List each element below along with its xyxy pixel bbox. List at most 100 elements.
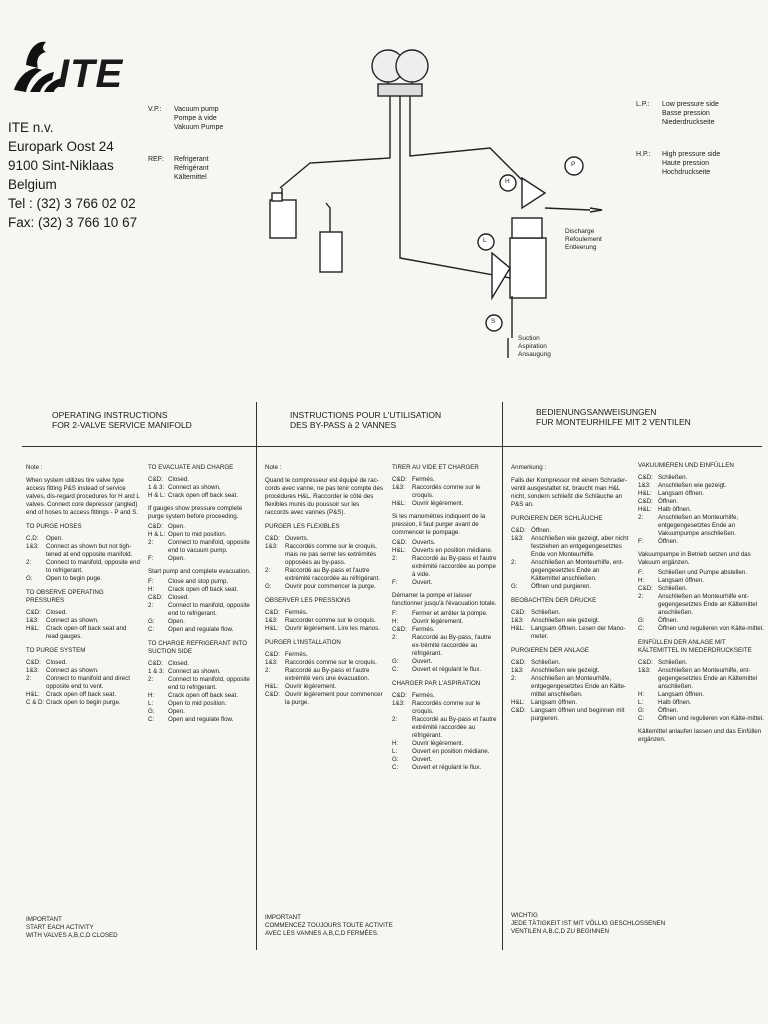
valve-p-label: P	[571, 161, 576, 168]
step-key: 1&3:	[265, 617, 278, 624]
section-heading: TO OBSERVE OPERATING PRESSURES	[26, 589, 104, 604]
step-text: Schließen.	[658, 585, 688, 592]
instruction-step: H:Crack open off back seat.	[148, 586, 252, 594]
step-key: C&D:	[26, 659, 41, 666]
step-text: Closed.	[168, 594, 189, 601]
instruction-step: 2: Anschließen an Monteurhilfe, ent-gegen…	[511, 559, 629, 583]
step-text: Öffnen.	[531, 527, 552, 534]
step-text: Anschließen wie gezeigt.	[658, 482, 727, 489]
instruction-step: 1&3: Raccordés comme sur le croquis, mais…	[265, 543, 383, 567]
instruction-step: G:Öffnen.	[638, 617, 764, 625]
step-text: Schließen.	[658, 474, 688, 481]
instruction-step: H:Ouvrir légèrement.	[392, 618, 500, 626]
step-text: Ouvert et régulant le flux.	[412, 764, 482, 771]
step-key: L:	[638, 699, 644, 706]
company-country: Belgium	[8, 177, 57, 192]
step-text: Open to mid position.	[168, 531, 227, 538]
instruction-step: 1&3: Raccorder comme sur le croquis.	[265, 617, 383, 625]
instruction-step: G:Open to begin puge.	[26, 575, 140, 583]
step-key: H&L:	[392, 547, 406, 554]
divider-vertical-1	[256, 402, 257, 950]
step-key: C&D:	[638, 659, 653, 666]
step-text: Raccordés comme sur le croquis, mais ne …	[285, 543, 377, 566]
step-text: Öffnen.	[658, 617, 679, 624]
step-key: 2:	[148, 676, 154, 683]
step-key: 1&3:	[511, 667, 524, 674]
instruction-step: H&L:Langsam öffnen.	[511, 699, 629, 707]
instruction-step: C&D:Fermés.	[392, 476, 500, 484]
step-key: C&D:	[638, 498, 653, 505]
step-key: C&D:	[638, 474, 653, 481]
instruction-step: C&D:Fermés.	[265, 651, 383, 659]
divider-vertical-2	[502, 402, 503, 950]
step-key: 1&3:	[511, 617, 524, 624]
instruction-step: G:Ouvert.	[392, 658, 500, 666]
instruction-step: G:Öffnen.	[638, 707, 764, 715]
step-text: Fermés.	[412, 692, 435, 699]
instruction-step: G:Ouvrir pour commencer la purge.	[265, 583, 383, 591]
step-text: Ouvrir légèrement. Lire les manos.	[285, 625, 380, 632]
instruction-step: 2:Anschließen an Monteurhilfe, entgegeng…	[638, 514, 764, 538]
step-key: 1&3:	[265, 543, 278, 550]
instruction-step: 1&3:Raccordés comme sur le croquis.	[392, 484, 500, 500]
step-key: 1&3:	[638, 482, 651, 489]
instruction-step: H&L:Halb öffnen.	[638, 506, 764, 514]
step-text: Ouvrir légèrement.	[285, 683, 337, 690]
step-text: Fermés.	[412, 626, 435, 633]
step-text: Langsam öffnen und beginnen mit purgiere…	[531, 707, 625, 722]
step-key: 2:	[511, 559, 517, 566]
step-key: 1 & 3:	[148, 668, 165, 675]
step-text: Ouvrir légèrement.	[412, 618, 464, 625]
step-key: C:	[392, 666, 399, 673]
instruction-step: C&D:Ouverts.	[265, 535, 383, 543]
step-text: Ouvrir pour commencer la purge.	[285, 583, 376, 590]
de-col-1: Anmerkung :Falls der Kompressor mit eine…	[511, 458, 629, 723]
step-text: Anschließen an Monteurhilfe ent-gegenges…	[658, 593, 758, 616]
instruction-step: 1&3:Raccordés comme sur le croquis.	[265, 659, 383, 667]
step-key: H&L:	[265, 683, 279, 690]
instruction-step: F:Fermer et arrêter la pompe.	[392, 610, 500, 618]
step-key: H:	[638, 691, 645, 698]
section-heading: PURGIEREN DER ANLAGE	[511, 647, 590, 654]
step-key: C:	[392, 764, 399, 771]
step-text: Ouvrir légèrement.	[412, 740, 464, 747]
step-text: Crack open off back seat.	[168, 492, 239, 499]
step-text: Anschließen an Monteurhilfe, ent-gegenge…	[531, 559, 624, 582]
instruction-step: C&D:Öffnen.	[511, 527, 629, 535]
instruction-step: C&D:Open.	[148, 523, 252, 531]
instruction-step: 2:Raccordé au By-pass, l'autre ex-trémit…	[392, 634, 500, 658]
step-text: Connect to manifold, opposite end to ref…	[46, 559, 140, 574]
step-text: Anschließen wie gezeigt.	[531, 617, 600, 624]
step-text: Raccordé au By-pass et l'autre extrémité…	[412, 555, 497, 578]
instruction-step: 1&3: Anschließen wie gezeigt.	[511, 617, 629, 625]
step-key: C&D:	[511, 609, 526, 616]
step-key: C&D:	[638, 585, 653, 592]
instruction-step: H&L:Crack open off back seat and read ga…	[26, 625, 140, 641]
step-key: C:	[148, 626, 155, 633]
instruction-step: L:Halb öffnen.	[638, 699, 764, 707]
instruction-step: C&D:Fermés.	[265, 609, 383, 617]
instruction-step: F:Open.	[148, 555, 252, 563]
instruction-step: C:Open and regulate flow.	[148, 716, 252, 724]
step-key: 2:	[511, 675, 517, 682]
instruction-step: C&D:Fermés.	[392, 626, 500, 634]
instruction-step: 1&3:Connect as shown.	[26, 617, 140, 625]
step-key: 1&3:	[392, 484, 405, 491]
section-heading: TO PURGE HOSES	[26, 523, 82, 530]
valve-h-label: H	[505, 178, 510, 185]
instruction-step: F:Schließen und Pumpe abstellen.	[638, 569, 764, 577]
step-text: Schließen.	[531, 609, 561, 616]
step-text: Schließen.	[531, 659, 561, 666]
step-text: Raccorder comme sur le croquis.	[285, 617, 376, 624]
instruction-step: H & L:Open to mid position.	[148, 531, 252, 539]
instruction-step: F:Öffnen.	[638, 538, 764, 546]
step-text: Connect as shown.	[46, 667, 99, 674]
instruction-step: C&D:Fermés.	[392, 692, 500, 700]
step-key: G:	[392, 658, 399, 665]
instruction-step: 1&3:Anschließen wie gezeigt.	[511, 667, 629, 675]
step-text: Langsam öffnen. Lesen der Mano-meter.	[531, 625, 626, 640]
